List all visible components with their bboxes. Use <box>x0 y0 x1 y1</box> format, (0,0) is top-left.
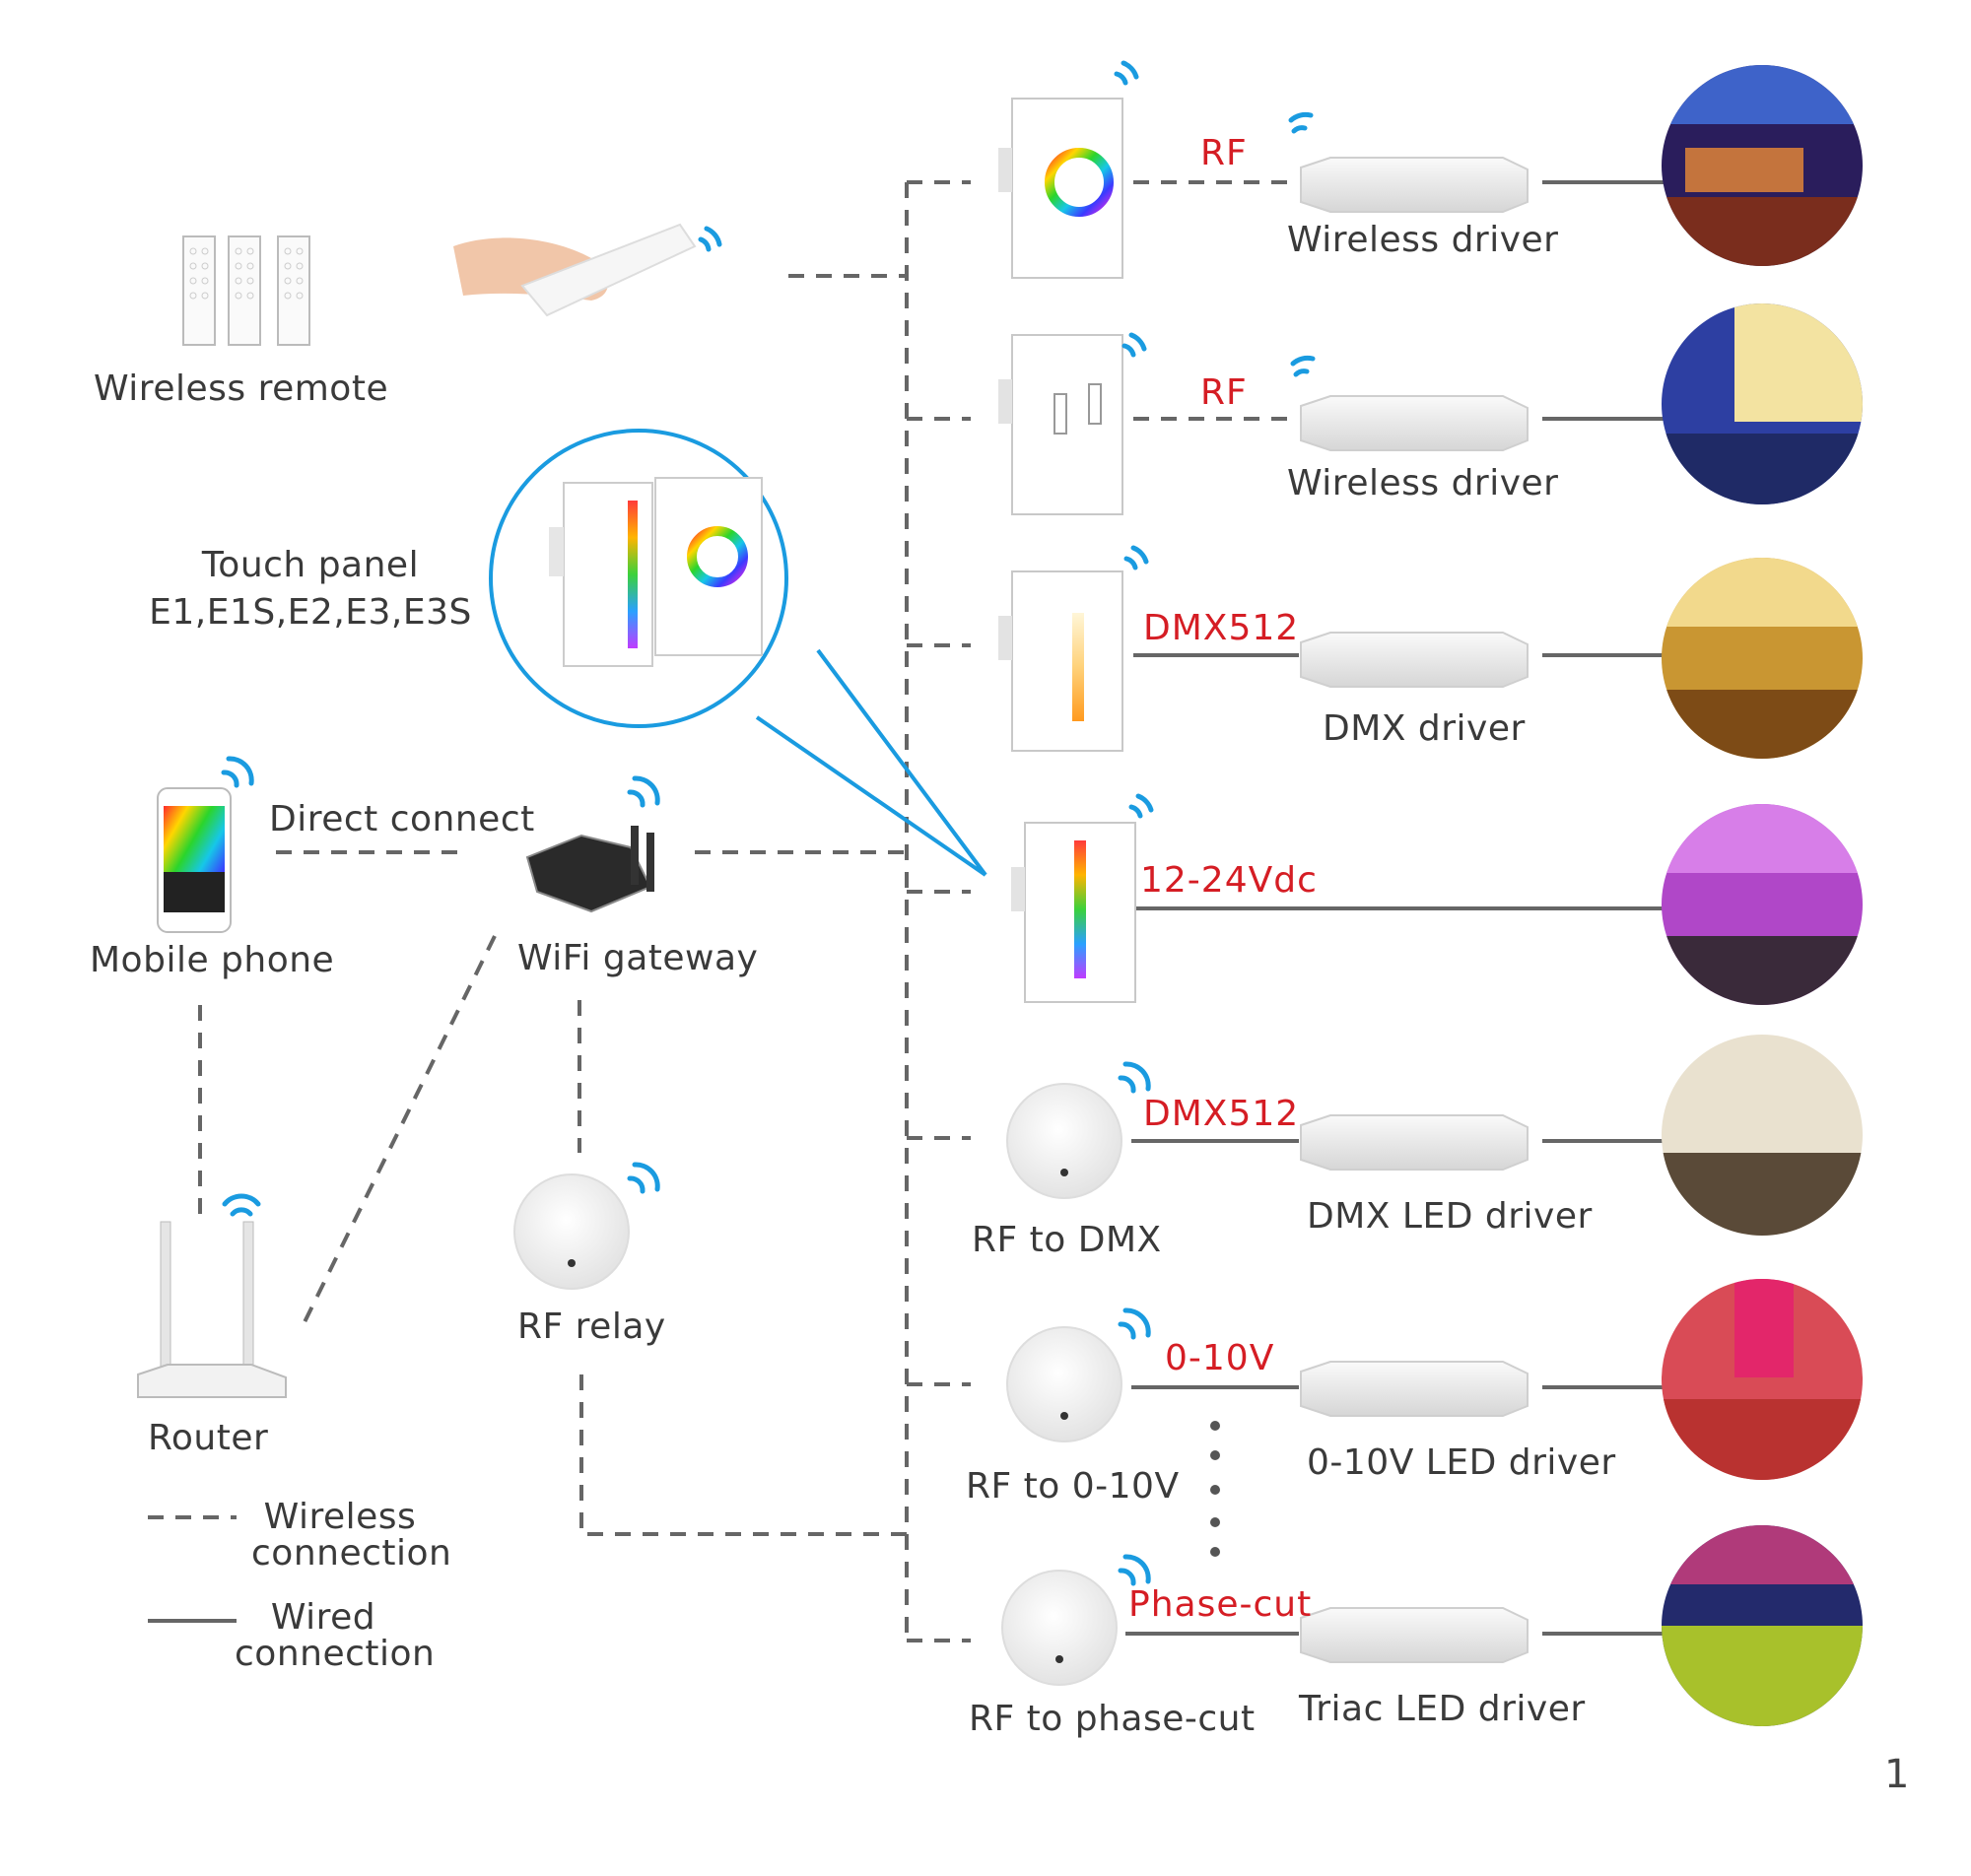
signal-label-1: RF <box>1200 133 1248 173</box>
legend-wired-line1: Wired <box>270 1597 376 1638</box>
wall-panel-2 <box>998 334 1123 515</box>
continuation-dots <box>1210 1421 1220 1557</box>
signal-label-5: DMX512 <box>1143 1094 1300 1134</box>
rf-to-dmx-disc <box>1006 1083 1122 1199</box>
room-photo-1 <box>1662 65 1863 266</box>
legend-wireless-line2: connection <box>251 1533 452 1574</box>
touch-panel-label-line1: Touch panel <box>201 545 420 585</box>
page-number: 1 <box>1884 1752 1910 1797</box>
callout-panel-right <box>654 477 763 656</box>
callout-panel-left <box>549 482 653 667</box>
legend-wireless-line1: Wireless <box>263 1497 417 1537</box>
touch-panel-label-line2: E1,E1S,E2,E3,E3S <box>149 592 472 633</box>
driver-label-2: Wireless driver <box>1287 463 1559 503</box>
gateway-to-router-line <box>299 935 497 1331</box>
signal-label-2: RF <box>1200 372 1248 413</box>
rf-to-phasecut-disc <box>1001 1570 1118 1686</box>
wifi-icons <box>221 60 1316 1586</box>
remote-controls <box>182 235 310 346</box>
wireless-remote-label: Wireless remote <box>94 368 389 409</box>
rf-relay-disc <box>513 1173 630 1290</box>
hand-holding-remote <box>453 223 697 317</box>
rf-to-phasecut-label: RF to phase-cut <box>969 1699 1256 1739</box>
room-photo-3 <box>1662 558 1863 759</box>
signal-label-6: 0-10V <box>1165 1338 1275 1378</box>
wall-panel-3 <box>998 570 1123 752</box>
router <box>137 1221 287 1398</box>
wall-panel-1 <box>998 98 1123 279</box>
driver-boxes <box>1300 157 1529 1663</box>
room-photo-7 <box>1662 1525 1863 1726</box>
room-photo-5 <box>1662 1035 1863 1236</box>
driver-label-7: Triac LED driver <box>1299 1689 1586 1729</box>
signal-label-3: DMX512 <box>1143 608 1300 648</box>
legend-wired-line2: connection <box>235 1634 436 1674</box>
wired-lines <box>148 180 1665 1636</box>
mobile-phone <box>157 787 232 933</box>
wireless-lines <box>148 180 1299 1642</box>
driver-label-1: Wireless driver <box>1287 220 1559 260</box>
driver-label-6: 0-10V LED driver <box>1307 1442 1616 1483</box>
rf-relay-label: RF relay <box>517 1306 666 1347</box>
wall-panel-4 <box>1011 822 1136 1003</box>
relay-to-bus-line <box>579 1374 907 1536</box>
mobile-phone-label: Mobile phone <box>90 940 335 980</box>
room-photo-2 <box>1662 303 1863 504</box>
router-label: Router <box>148 1418 269 1458</box>
wifi-gateway-label: WiFi gateway <box>517 938 759 978</box>
room-photo-4 <box>1662 804 1863 1005</box>
rf-to-010v-label: RF to 0-10V <box>966 1466 1180 1507</box>
signal-label-4: 12-24Vdc <box>1140 860 1318 901</box>
rf-to-dmx-label: RF to DMX <box>972 1220 1162 1260</box>
driver-label-5: DMX LED driver <box>1307 1196 1593 1237</box>
rf-to-010v-disc <box>1006 1326 1122 1442</box>
direct-connect-label: Direct connect <box>269 799 535 839</box>
wifi-gateway <box>525 826 654 913</box>
signal-label-7: Phase-cut <box>1128 1584 1313 1625</box>
driver-label-3: DMX driver <box>1323 708 1526 749</box>
room-photo-6 <box>1662 1279 1863 1480</box>
